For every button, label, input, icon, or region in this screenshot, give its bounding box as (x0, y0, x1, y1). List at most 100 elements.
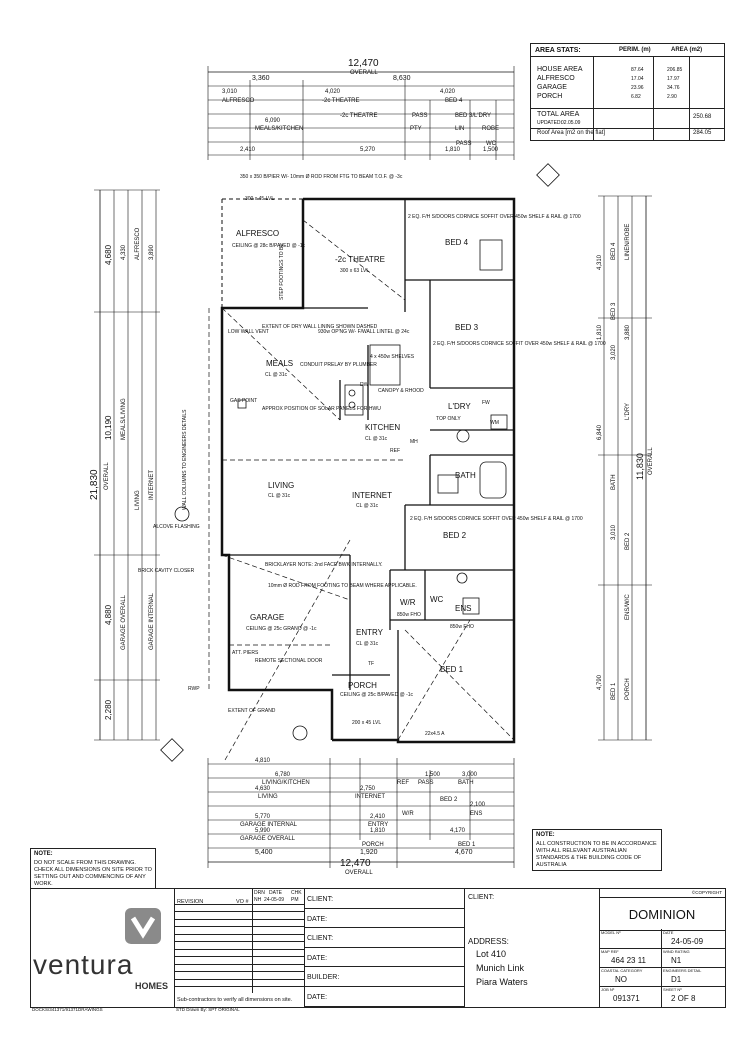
subcontractors-note: Sub-contractors to verify all dimensions… (177, 997, 293, 1003)
dim-right-bath: BATH (611, 474, 617, 490)
area-stats-row: GARAGE 23.96 34.76 (531, 84, 724, 93)
drn-date-chk: DRN DATE CHK NH 24-05-09 PM (253, 889, 304, 905)
dashed-lines (208, 219, 515, 761)
area-stats-perim: 23.96 (631, 85, 644, 91)
area-stats-table: AREA STATS: PERIM. (m) AREA (m2) HOUSE A… (530, 43, 725, 141)
sheet-value: 2 OF 8 (671, 994, 696, 1003)
sheet-label: SHEET Nº (663, 987, 682, 992)
sign-off-label: BUILDER: (307, 974, 340, 982)
dim-bot-overall: 12,470 (340, 858, 371, 869)
sign-off-label: DATE: (307, 994, 328, 1001)
revision-line (174, 918, 304, 920)
note-wm: WM (490, 420, 499, 426)
room-garage: GARAGE (250, 613, 284, 622)
dim-right-bed3: BED 3 (611, 302, 617, 320)
dim-bot-living: LIVING (258, 794, 278, 800)
dim-bot-1920: 1,920 (360, 849, 378, 856)
room-wc: WC (430, 595, 444, 604)
note-tf: TF (368, 661, 374, 667)
roof-area-label: Roof Area [m2 on the flat] (537, 130, 606, 136)
note-bricklayer: BRICKLAYER NOTE: 2nd FACE BWK INTERNALLY… (265, 562, 383, 568)
dim-top-5270: 5,270 (360, 147, 376, 153)
internal-walls (229, 199, 514, 742)
note-columns: WALL COLUMNS TO ENGINEERS DETAILS (182, 409, 188, 510)
date2-label: DATE (663, 930, 674, 935)
area-stats-area: 34.76 (667, 85, 680, 91)
job-label: JOB Nº (601, 987, 615, 992)
room-alfresco-note: CEILING @ 28c B/PAVED @ -1c (232, 243, 306, 249)
section-markers (160, 163, 560, 762)
area-stats-label: GARAGE (537, 84, 567, 91)
area-stats-label: HOUSE AREA (537, 66, 583, 73)
area-stats-heading: AREA STATS: (535, 47, 581, 54)
address-line-1: Lot 410 (476, 949, 507, 959)
room-wr: W/R (400, 598, 416, 607)
sign-off-label: DATE: (307, 915, 328, 923)
note-dw: DW (360, 382, 369, 388)
dim-bot-porch: PORCH (362, 842, 384, 848)
logo-word: ventura (33, 949, 134, 980)
logo-sub: HOMES (135, 981, 169, 991)
note-extent-grand: EXTENT OF GRAND (228, 708, 276, 714)
fixtures (174, 239, 508, 741)
area-stats-perim: 87.64 (631, 67, 644, 73)
dim-bot-1500: 1,500 (425, 772, 441, 778)
room-porch-note: CEILING @ 25c B/PAVED @ -1c (340, 692, 414, 698)
doc-path: DOCKS/341371/91371DRAWINGS (32, 1007, 103, 1012)
dim-bot-4630: 4,630 (255, 786, 271, 792)
area-stats-area: 206.85 (667, 67, 683, 73)
revision-grid: REVISION VO # Sub-contractors to verify … (174, 889, 305, 1007)
wind-label: WIND RATING (663, 949, 690, 954)
note-alcove-1: ALCOVE FLASHING (153, 524, 200, 530)
sign-off-label: CLIENT: (307, 896, 334, 903)
dim-right-11830: 11,830 (635, 453, 645, 480)
dim-top-theatre2: -2c THEATRE (340, 113, 377, 119)
note-shelves: 4 x 450w SHELVES (370, 354, 415, 360)
dim-bot-5770: 5,770 (255, 814, 271, 820)
dim-right-4790: 4,790 (597, 674, 603, 690)
dim-right-enswc: ENS/W/C (625, 594, 631, 620)
updated-value: 02.05.09 (561, 120, 581, 126)
dim-bot-garint: GARAGE INTERNAL (240, 822, 298, 828)
scale-note: NOTE: DO NOT SCALE FROM THIS DRAWING. CH… (30, 848, 156, 890)
dim-left-garint: GARAGE INTERNAL (149, 592, 155, 650)
room-living-note: CL @ 31c (268, 493, 291, 499)
note-conduit: CONDUIT PRELAY BY PLUMBER (300, 362, 377, 368)
ventura-logo-icon (125, 908, 161, 944)
model-name: DOMINION (628, 907, 696, 922)
dim-top-3010: 3,010 (222, 89, 238, 95)
dim-bot-ens: ENS (470, 811, 482, 817)
sign-off-label: DATE: (307, 954, 328, 962)
room-ens: ENS (455, 604, 471, 613)
dim-right-porch: PORCH (625, 678, 631, 700)
sign-off-row: DATE: (304, 909, 464, 929)
room-theatre-note: 300 x 63 LVL (340, 268, 369, 274)
dim-bot-6780: 6,780 (275, 772, 291, 778)
revision-line (174, 956, 304, 957)
eng-value: D1 (671, 975, 682, 984)
dim-left-21830: 21,830 (89, 469, 100, 500)
job-value: 091371 (613, 994, 640, 1003)
note-step-footings: STEP FOOTINGS TO BE (279, 243, 285, 300)
note-att-piers: ATT. PIERS (232, 650, 259, 656)
dim-right-1810: 1,810 (597, 324, 603, 340)
vo-label: VO # (236, 899, 249, 905)
dim-bot-bath: BATH (458, 780, 474, 786)
revision-line (174, 948, 304, 950)
dim-bot-5990: 5,990 (255, 828, 271, 834)
dim-left-4880: 4,880 (104, 604, 113, 625)
total-area-label: TOTAL AREA (537, 111, 580, 118)
dim-top-lin: LIN (455, 126, 464, 132)
dim-left-2280: 2,280 (104, 699, 113, 720)
dim-left-3890: 3,890 (149, 244, 155, 260)
client-address: CLIENT: ADDRESS: Lot 410 Munich Link Pia… (464, 889, 600, 1007)
dim-bot-3000: 3,000 (462, 772, 478, 778)
dim-top-bed4: BED 4 (445, 98, 463, 104)
revision-line (174, 926, 304, 927)
dim-top-overall-label: OVERALL (350, 70, 378, 76)
note-low-wall: LOW WALL VENT (228, 329, 269, 335)
note-opening-1: 930w OP'NG W/- F/WALL LINTEL @ 24c (318, 329, 410, 335)
room-bed4-note: 2 EQ. F/H S/DOORS CORNICE SOFFIT OVER 45… (408, 214, 581, 220)
chk-value: PM (291, 897, 299, 903)
